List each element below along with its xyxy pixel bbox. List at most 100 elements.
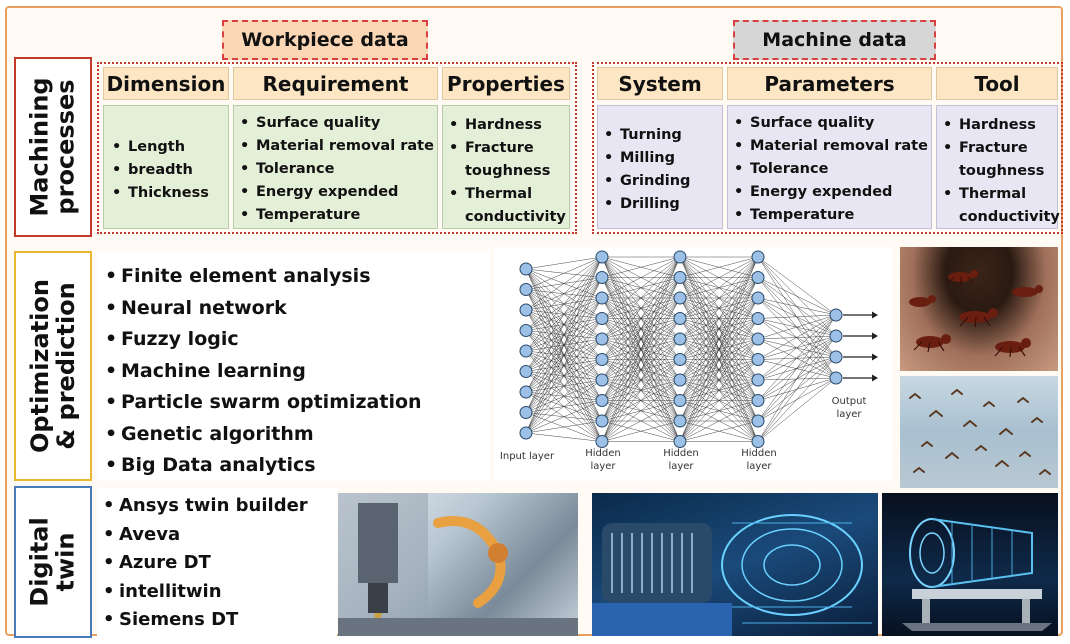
hidden-layer-3-label: Hidden layer: [741, 448, 777, 472]
motor-twin-image: [592, 493, 878, 636]
nn-connection: [757, 297, 837, 316]
list-item: Material removal rate: [732, 135, 929, 158]
nn-connection: [525, 277, 603, 434]
optimization-prediction-label: Optimization & prediction: [14, 251, 92, 481]
machine-group: [592, 62, 1063, 234]
nn-neuron: [673, 271, 687, 284]
nn-connection: [757, 314, 837, 442]
list-item: Ansys twin builder: [101, 492, 335, 521]
list-item: Thermal conductivity: [447, 183, 567, 229]
nn-connection: [601, 400, 681, 442]
nn-neurons: [519, 250, 843, 448]
nn-neuron: [595, 373, 609, 387]
nn-neuron: [751, 271, 765, 284]
list-item: Temperature: [732, 204, 929, 227]
nn-connection: [757, 277, 837, 316]
nn-connection: [525, 297, 603, 434]
nn-connection: [525, 256, 603, 413]
properties-header: Properties: [442, 67, 570, 100]
nn-neuron: [519, 324, 533, 337]
requirement-box: Surface quality Material removal rate To…: [233, 105, 438, 229]
list-item: Machine learning: [103, 356, 486, 388]
list-item: Finite element analysis: [103, 261, 486, 293]
list-item: Milling: [602, 147, 720, 170]
nn-connection: [525, 432, 603, 442]
nn-neuron: [595, 271, 609, 284]
nn-neuron: [829, 329, 843, 343]
hidden-layer-2-label: Hidden layer: [663, 448, 699, 472]
nn-connection: [525, 359, 603, 434]
nn-neuron: [829, 371, 843, 385]
nn-neuron: [519, 303, 533, 317]
nn-output-arrowhead: [872, 353, 878, 361]
list-item: Turning: [602, 124, 720, 147]
requirement-list: Surface quality Material removal rate To…: [238, 112, 435, 227]
nn-connection: [525, 256, 603, 331]
nn-connection: [525, 256, 603, 434]
nn-neuron: [595, 332, 609, 346]
cnc-machine-image: [338, 493, 578, 636]
nn-connection: [601, 297, 681, 442]
nn-neuron: [595, 435, 609, 448]
nn-neuron: [595, 291, 609, 305]
nn-neuron: [595, 250, 609, 264]
nn-neuron: [751, 332, 765, 346]
nn-connection: [601, 256, 681, 401]
list-item: Tolerance: [238, 158, 435, 181]
list-item: Grinding: [602, 170, 720, 193]
nn-neuron: [519, 406, 533, 419]
parameters-header: Parameters: [727, 67, 932, 100]
nn-connection: [757, 314, 837, 360]
nn-neuron: [751, 435, 765, 448]
hidden-layer-1-label: Hidden layer: [585, 448, 621, 472]
nn-connection: [757, 297, 837, 358]
nn-output-arrowhead: [872, 311, 878, 319]
nn-neuron: [751, 353, 765, 366]
nn-neuron: [673, 312, 687, 325]
nn-output-arrowhead: [872, 332, 878, 340]
nn-neuron: [673, 414, 687, 428]
list-item: Hardness: [941, 114, 1055, 137]
neural-network-panel: Input layer Hidden layer Hidden layer Hi…: [494, 247, 892, 481]
list-item: Temperature: [238, 204, 435, 227]
bird-flock-image: [900, 376, 1058, 488]
nn-connection: [601, 420, 681, 442]
system-box: Turning Milling Grinding Drilling: [597, 105, 723, 229]
properties-list: Hardness Fracture toughness Thermal cond…: [447, 114, 567, 229]
nn-connection: [757, 377, 837, 442]
dimension-list: Length breadth Thickness: [110, 136, 224, 205]
nn-neuron: [673, 250, 687, 264]
list-item: Genetic algorithm: [103, 419, 486, 451]
nn-connection: [601, 256, 681, 442]
list-item: Fracture toughness: [447, 137, 567, 183]
nn-connection: [525, 318, 603, 434]
ant-colony-image: [900, 247, 1058, 371]
nn-neuron: [519, 365, 533, 378]
nn-connection: [679, 256, 759, 442]
nn-connection: [757, 338, 837, 358]
nn-neuron: [595, 394, 609, 407]
nn-output-arrowhead: [872, 374, 878, 382]
nn-connection: [601, 256, 681, 340]
machining-processes-label: Machining processes: [14, 57, 92, 237]
nn-connection: [757, 314, 837, 401]
nn-neuron: [519, 262, 533, 276]
nn-connection: [679, 420, 759, 442]
nn-connection: [679, 256, 759, 340]
nn-neuron: [751, 312, 765, 325]
list-item: Material removal rate: [238, 135, 435, 158]
list-item: Thermal conductivity: [941, 183, 1060, 229]
list-item: Surface quality: [732, 112, 929, 135]
cnc-illustration: [338, 493, 578, 636]
ants-illustration: [909, 270, 1043, 358]
list-item: Tolerance: [732, 158, 929, 181]
list-item: Azure DT: [101, 549, 335, 578]
nn-connection: [757, 318, 837, 337]
nn-connection: [757, 314, 837, 422]
dimension-header: Dimension: [103, 67, 229, 100]
nn-connection: [757, 359, 837, 379]
nn-neuron: [751, 394, 765, 407]
nn-connection: [679, 400, 759, 442]
list-item: Length: [110, 136, 224, 159]
nn-connections: [525, 256, 837, 442]
